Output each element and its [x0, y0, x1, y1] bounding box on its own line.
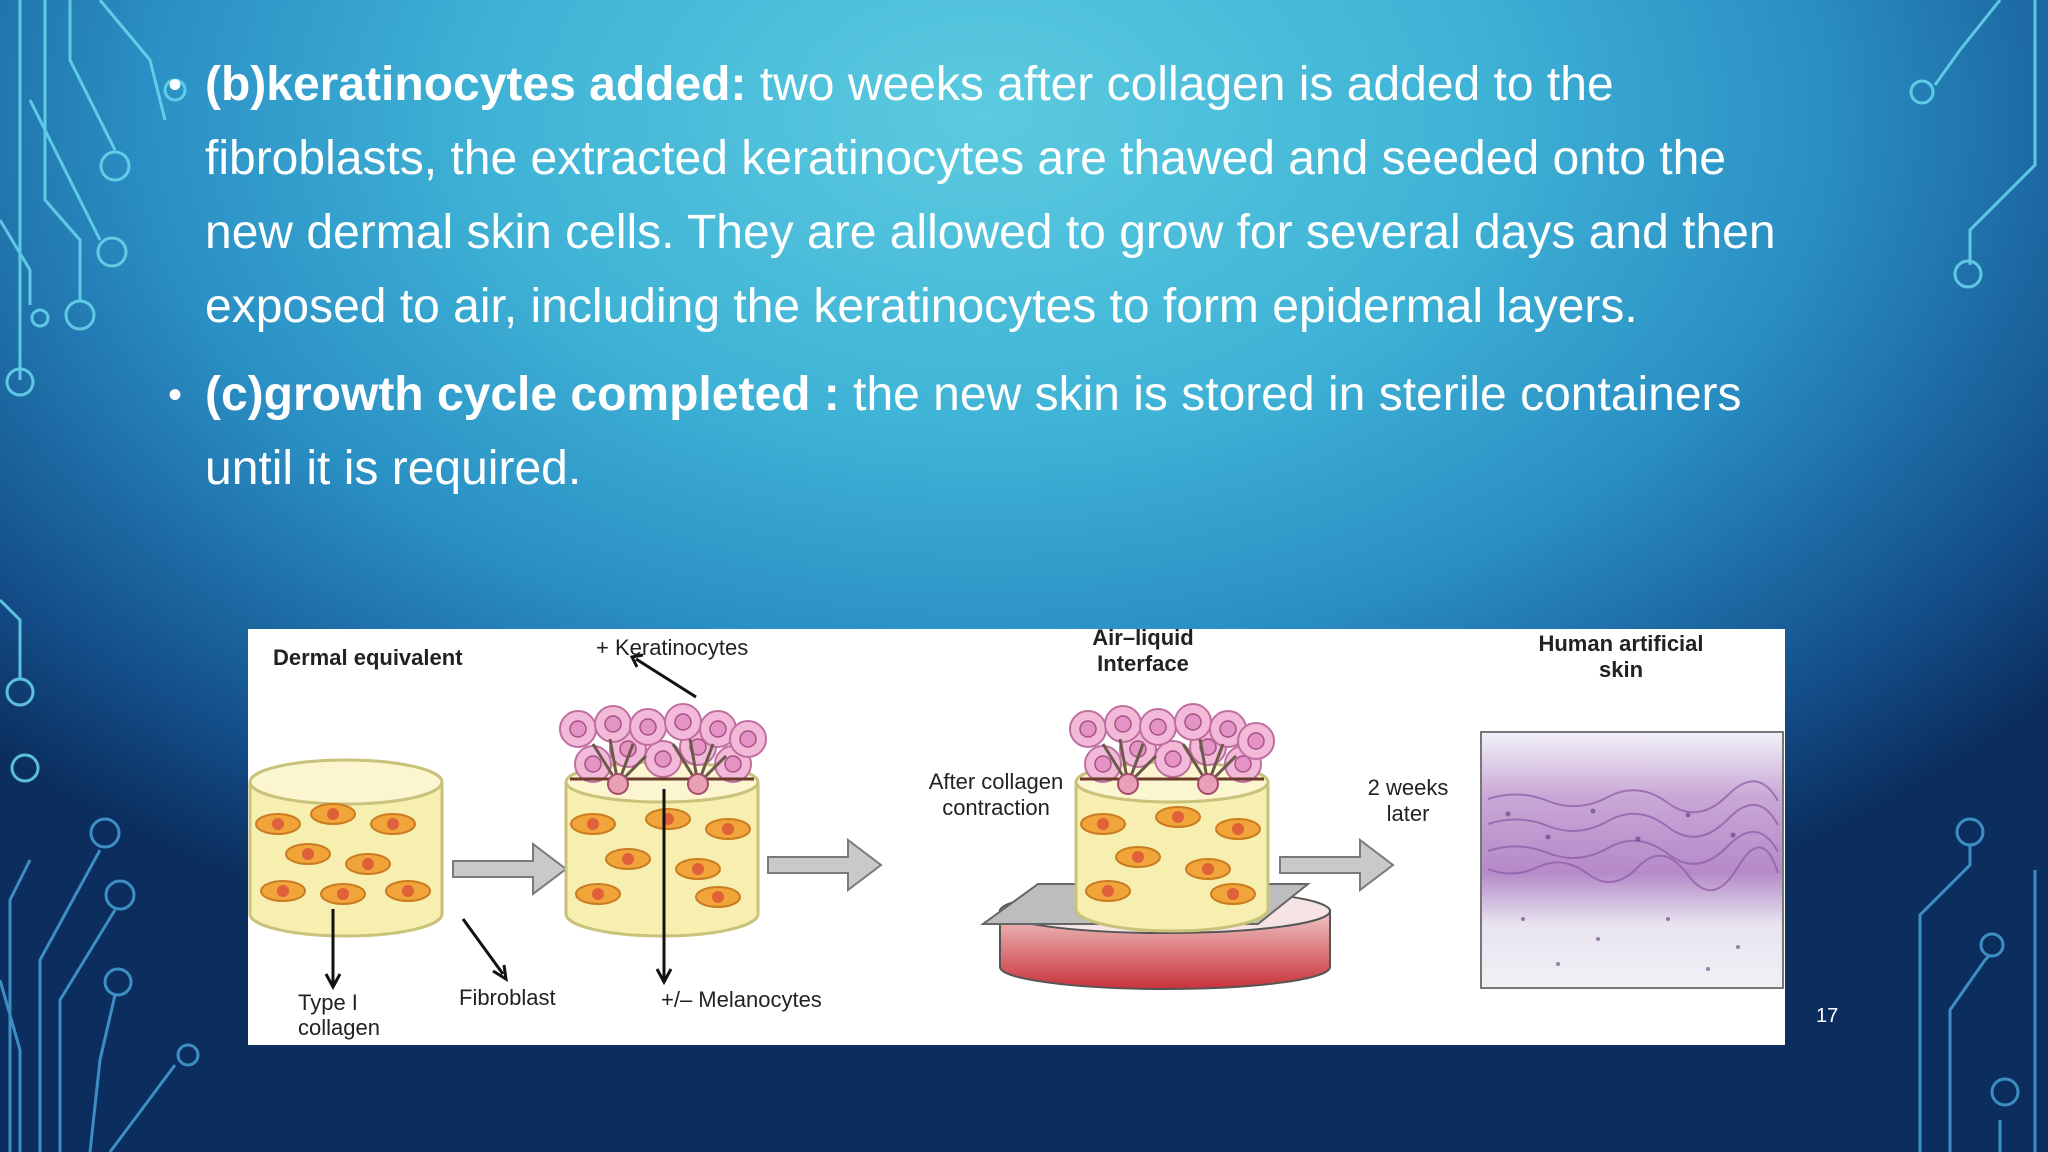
label-later: later: [1387, 801, 1430, 826]
fibroblast-cell: [310, 803, 356, 825]
label-keratinocytes: + Keratinocytes: [596, 635, 748, 660]
arrow-keratinocytes: [629, 653, 697, 699]
keratinocyte: [629, 708, 667, 746]
keratinocyte: [1069, 710, 1107, 748]
fibroblast-cell: [1215, 818, 1261, 840]
skin-culture-diagram: Dermal equivalent + Keratinocytes Air–li…: [248, 629, 1785, 1045]
label-human-artificial: Human artificial: [1538, 631, 1703, 656]
fibroblast-cell: [260, 880, 306, 902]
skin-micrograph: [1480, 731, 1784, 989]
fibroblast-cell: [1155, 806, 1201, 828]
label-after-collagen: After collagen: [929, 769, 1064, 794]
fibroblast-cell: [370, 813, 416, 835]
fibroblast-cell: [575, 883, 621, 905]
keratinocyte: [729, 720, 767, 758]
keratinocyte: [1237, 722, 1275, 760]
fibroblast-cell: [570, 813, 616, 835]
fibroblast-cell: [1185, 858, 1231, 880]
label-type-1: Type I: [298, 990, 358, 1015]
label-air-liquid: Air–liquid: [1092, 629, 1193, 650]
fibroblast-cell: [385, 880, 431, 902]
fibroblast-cell: [285, 843, 331, 865]
label-collagen: collagen: [298, 1015, 380, 1040]
keratinocyte-seeded-cylinder: [559, 703, 767, 938]
bullet-dot: •: [168, 373, 183, 417]
arrow-collagen: [324, 909, 342, 991]
process-arrow: [452, 841, 568, 897]
slide-body: • (b)keratinocytes added: two weeks afte…: [160, 48, 1820, 520]
fibroblast-cell: [345, 853, 391, 875]
bullet-text: the new skin is stored in sterile contai…: [205, 368, 1742, 495]
process-arrow: [767, 837, 883, 893]
keratinocyte: [664, 703, 702, 741]
fibroblast-cell: [320, 883, 366, 905]
keratinocyte: [1139, 708, 1177, 746]
fibroblast-cell: [705, 818, 751, 840]
page-number: 17: [1816, 1005, 1839, 1027]
fibroblast-cell: [675, 858, 721, 880]
fibroblast-cell: [255, 813, 301, 835]
bullet-keratinocytes-added: • (b)keratinocytes added: two weeks afte…: [160, 48, 1820, 344]
arrow-melanocytes: [655, 789, 673, 986]
keratinocyte: [559, 710, 597, 748]
bullet-heading: (b)keratinocytes added:: [205, 58, 747, 111]
label-dermal-equivalent: Dermal equivalent: [273, 645, 463, 670]
bullet-text: two weeks after collagen is added to the…: [205, 58, 1776, 333]
keratinocyte: [1174, 703, 1212, 741]
label-fibroblast: Fibroblast: [459, 985, 556, 1010]
label-2-weeks: 2 weeks: [1368, 775, 1449, 800]
keratinocyte: [594, 705, 632, 743]
fibroblast-cell: [695, 886, 741, 908]
fibroblast-cell: [1115, 846, 1161, 868]
dermal-equivalent-cylinder: [248, 758, 444, 938]
bullet-growth-cycle-completed: • (c)growth cycle completed : the new sk…: [160, 358, 1820, 506]
fibroblast-cell: [1210, 883, 1256, 905]
bullet-dot: •: [168, 63, 183, 107]
diagram-svg: Dermal equivalent + Keratinocytes Air–li…: [248, 629, 1784, 1040]
bullet-heading: (c)growth cycle completed :: [205, 368, 840, 421]
label-interface: Interface: [1097, 651, 1189, 676]
label-contraction: contraction: [942, 795, 1050, 820]
fibroblast-cell: [1085, 880, 1131, 902]
arrow-fibroblast: [461, 918, 508, 982]
label-skin: skin: [1599, 657, 1643, 682]
fibroblast-cell: [1080, 813, 1126, 835]
air-liquid-cylinder: [1069, 703, 1275, 933]
fibroblast-cell: [605, 848, 651, 870]
keratinocyte: [1104, 705, 1142, 743]
process-arrow: [1279, 837, 1395, 893]
fibroblast-cell: [645, 808, 691, 830]
label-melanocytes: +/– Melanocytes: [661, 987, 822, 1012]
